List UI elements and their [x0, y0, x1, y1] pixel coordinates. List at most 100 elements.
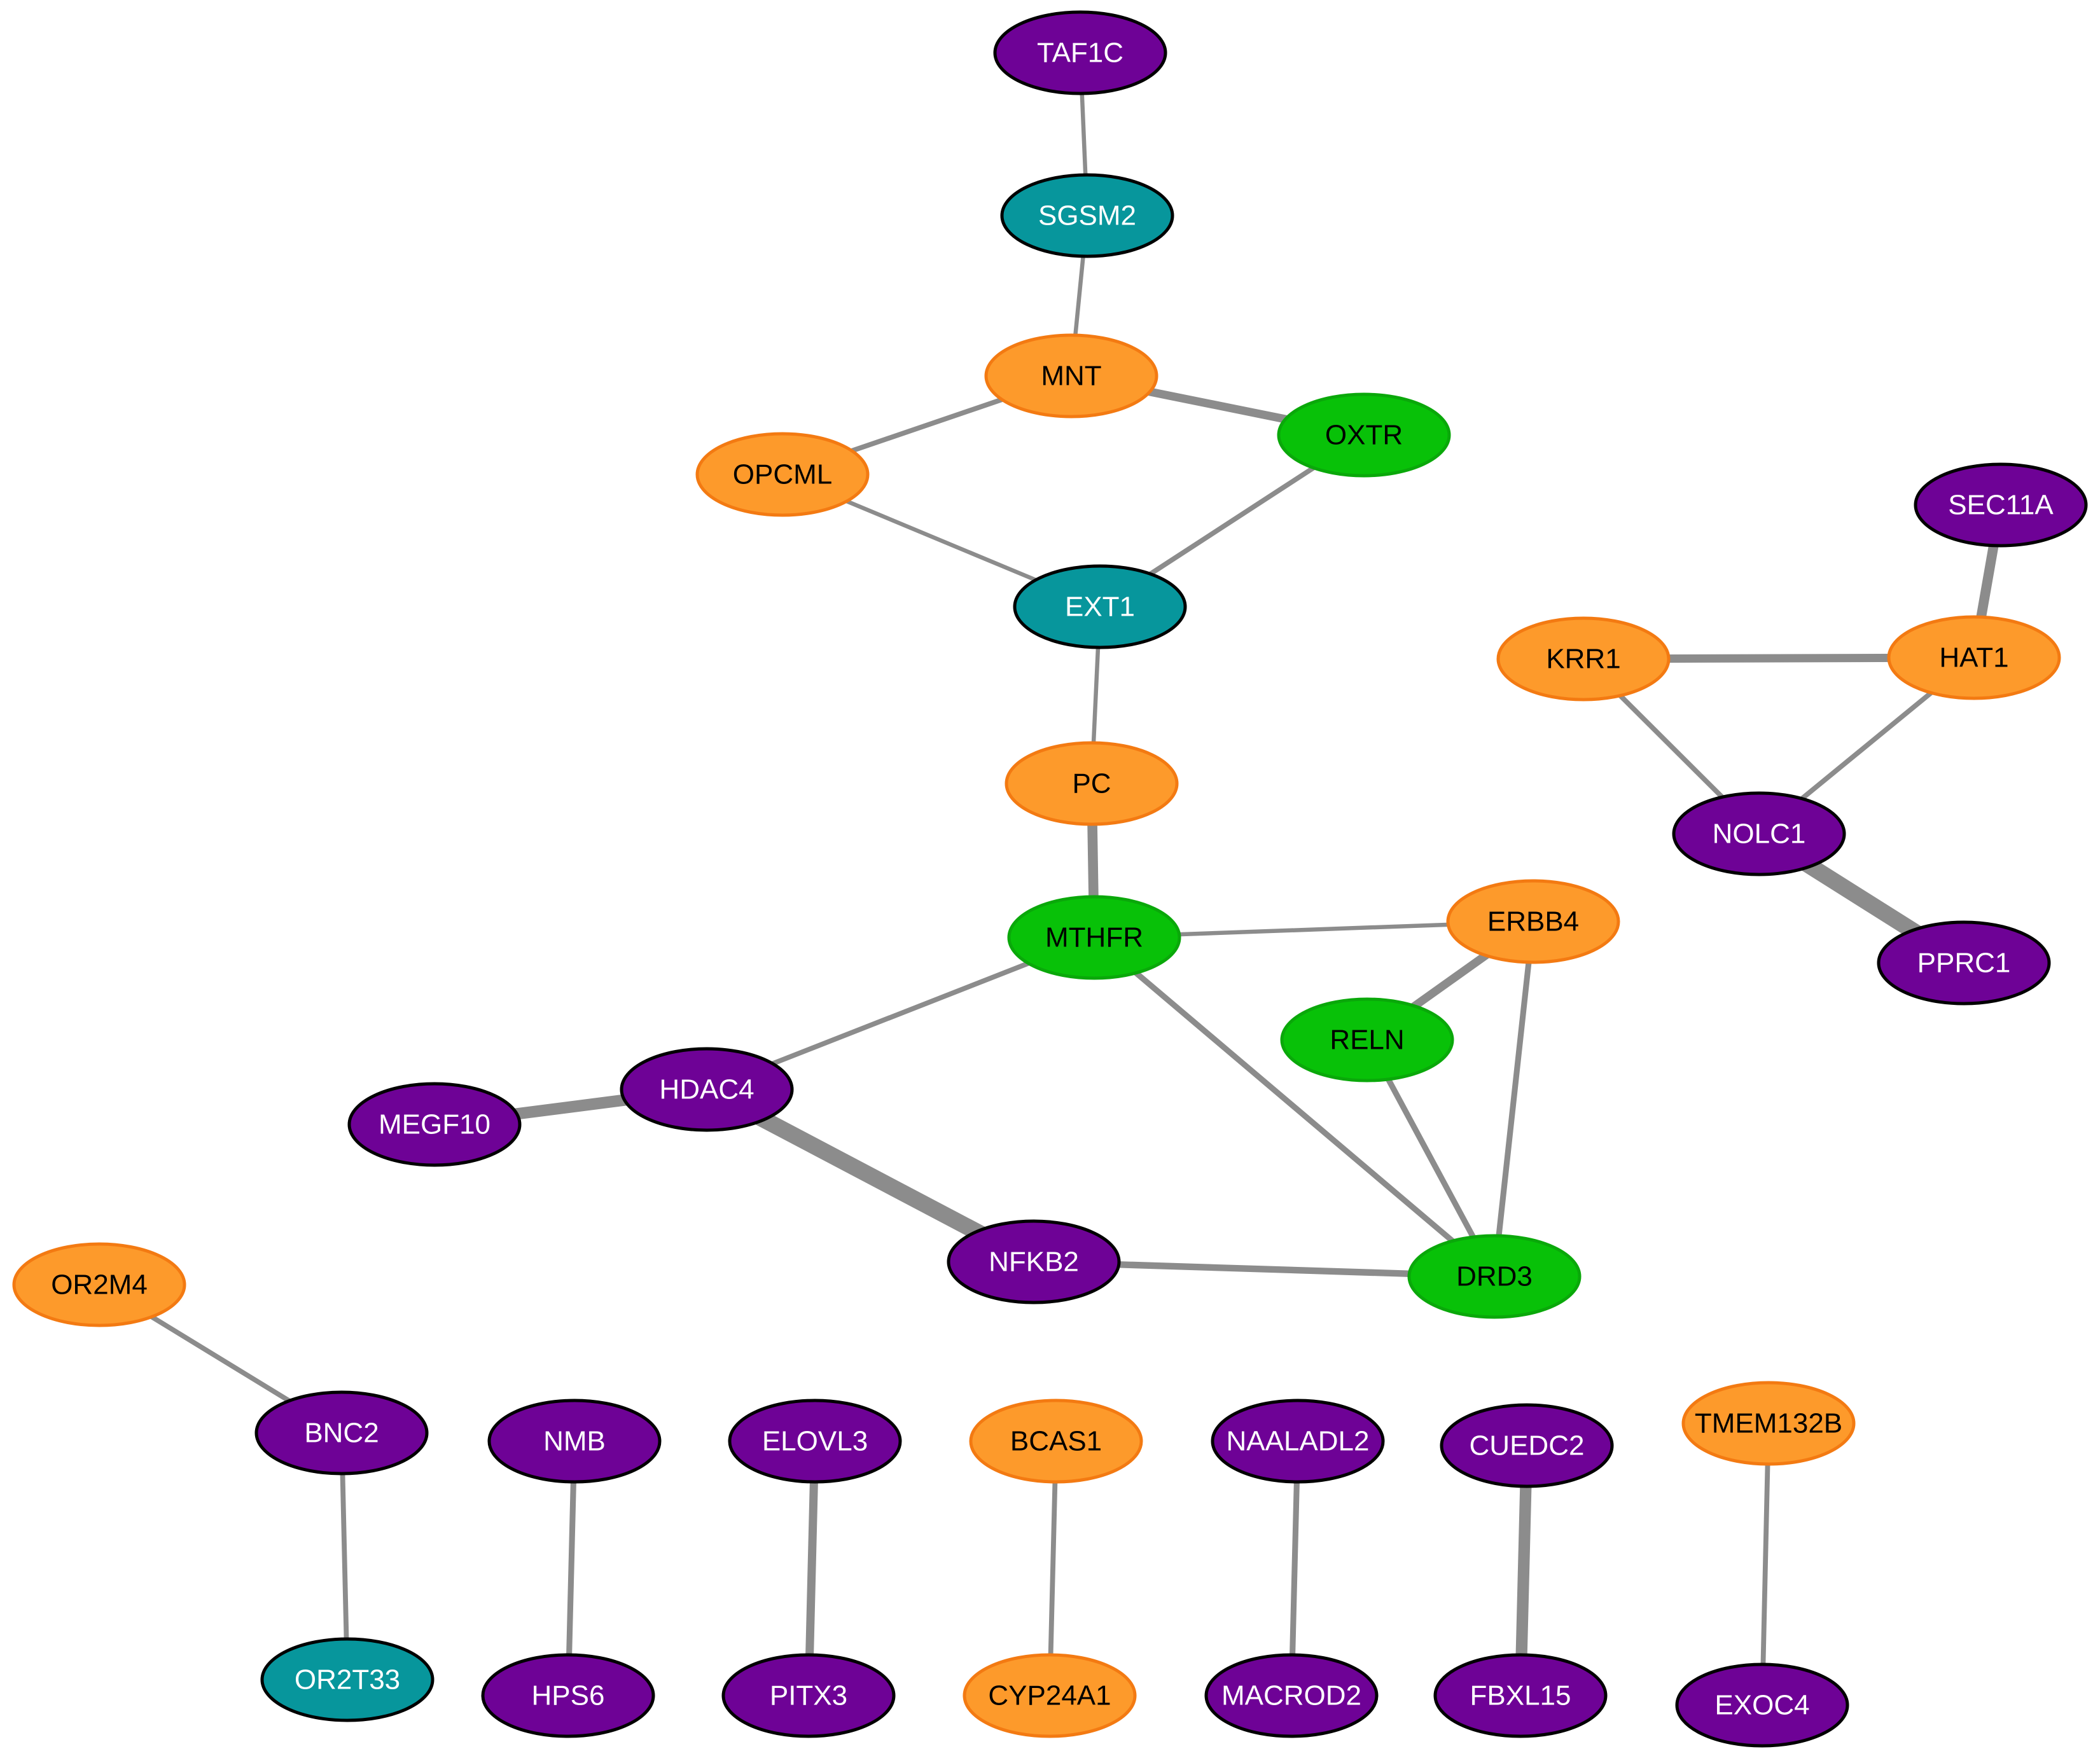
- edge-elovl3-pitx3: [804, 1441, 819, 1696]
- node-taf1c[interactable]: TAF1C: [993, 10, 1167, 95]
- node-label: MTHFR: [1045, 922, 1143, 953]
- node-label: OR2T33: [295, 1664, 400, 1696]
- node-or2t33[interactable]: OR2T33: [260, 1637, 435, 1722]
- node-elovl3[interactable]: ELOVL3: [728, 1399, 902, 1484]
- node-cyp24a1[interactable]: CYP24A1: [963, 1653, 1137, 1738]
- node-label: BCAS1: [1010, 1426, 1102, 1457]
- node-krr1[interactable]: KRR1: [1496, 616, 1671, 702]
- node-erbb4[interactable]: ERBB4: [1446, 879, 1620, 964]
- node-shape: [1446, 879, 1620, 964]
- node-shape: [1013, 564, 1187, 649]
- node-nolc1[interactable]: NOLC1: [1672, 791, 1846, 876]
- node-mthfr[interactable]: MTHFR: [1007, 895, 1181, 980]
- node-label: TMEM132B: [1695, 1408, 1842, 1439]
- node-label: MEGF10: [379, 1109, 490, 1140]
- node-shape: [721, 1653, 896, 1738]
- node-hat1[interactable]: HAT1: [1887, 615, 2061, 700]
- node-shape: [347, 1082, 522, 1167]
- node-label: NAALADL2: [1226, 1426, 1369, 1457]
- node-mnt[interactable]: MNT: [984, 333, 1158, 418]
- node-hps6[interactable]: HPS6: [481, 1653, 655, 1738]
- edge-bcas1-cyp24a1: [1047, 1441, 1059, 1696]
- node-label: RELN: [1330, 1025, 1404, 1056]
- node-label: NOLC1: [1713, 819, 1806, 850]
- node-ext1[interactable]: EXT1: [1013, 564, 1187, 649]
- node-label: NMB: [543, 1426, 606, 1457]
- node-shape: [1496, 616, 1671, 702]
- node-shape: [1277, 392, 1451, 478]
- node-shape: [1007, 895, 1181, 980]
- node-sec11a[interactable]: SEC11A: [1914, 462, 2088, 548]
- node-hdac4[interactable]: HDAC4: [620, 1047, 794, 1132]
- node-megf10[interactable]: MEGF10: [347, 1082, 522, 1167]
- node-tmem132b[interactable]: TMEM132B: [1681, 1381, 1856, 1466]
- node-opcml[interactable]: OPCML: [695, 432, 870, 517]
- node-shape: [1005, 741, 1179, 826]
- node-label: OPCML: [733, 459, 832, 490]
- node-shape: [487, 1399, 662, 1484]
- node-label: OR2M4: [51, 1269, 148, 1301]
- node-nfkb2[interactable]: NFKB2: [947, 1219, 1121, 1304]
- node-exoc4[interactable]: EXOC4: [1675, 1663, 1849, 1748]
- node-shape: [1211, 1399, 1385, 1484]
- node-shape: [993, 10, 1167, 95]
- node-label: BNC2: [304, 1418, 379, 1449]
- node-shape: [1000, 173, 1174, 258]
- node-pprc1[interactable]: PPRC1: [1877, 920, 2051, 1006]
- node-shape: [947, 1219, 1121, 1304]
- node-pitx3[interactable]: PITX3: [721, 1653, 896, 1738]
- node-shape: [1887, 615, 2061, 700]
- node-naaladl2[interactable]: NAALADL2: [1211, 1399, 1385, 1484]
- node-label: HDAC4: [659, 1074, 754, 1105]
- edge-nmb-hps6: [565, 1441, 578, 1696]
- node-shape: [963, 1653, 1137, 1738]
- node-cuedc2[interactable]: CUEDC2: [1440, 1403, 1614, 1488]
- node-shape: [1433, 1653, 1608, 1738]
- node-shape: [1914, 462, 2088, 548]
- node-label: DRD3: [1456, 1261, 1533, 1292]
- node-oxtr[interactable]: OXTR: [1277, 392, 1451, 478]
- edge-tmem132b-exoc4: [1760, 1423, 1771, 1706]
- node-drd3[interactable]: DRD3: [1407, 1234, 1582, 1319]
- node-shape: [1681, 1381, 1856, 1466]
- node-label: PPRC1: [1917, 948, 2011, 979]
- node-reln[interactable]: RELN: [1280, 997, 1454, 1082]
- node-label: NFKB2: [989, 1247, 1079, 1278]
- node-shape: [1407, 1234, 1582, 1319]
- node-label: HPS6: [532, 1680, 605, 1711]
- node-sgsm2[interactable]: SGSM2: [1000, 173, 1174, 258]
- node-shape: [1440, 1403, 1614, 1488]
- node-label: SEC11A: [1948, 490, 2054, 521]
- node-label: ELOVL3: [762, 1426, 868, 1457]
- node-label: MACROD2: [1221, 1680, 1361, 1711]
- node-bcas1[interactable]: BCAS1: [969, 1399, 1143, 1484]
- node-label: CUEDC2: [1470, 1430, 1585, 1462]
- node-label: MNT: [1041, 361, 1101, 392]
- node-label: EXOC4: [1714, 1690, 1809, 1721]
- node-pc[interactable]: PC: [1005, 741, 1179, 826]
- node-bnc2[interactable]: BNC2: [254, 1390, 429, 1476]
- node-shape: [1204, 1653, 1379, 1738]
- node-shape: [728, 1399, 902, 1484]
- node-shape: [481, 1653, 655, 1738]
- node-label: PC: [1072, 768, 1111, 799]
- node-shape: [12, 1242, 186, 1327]
- node-label: CYP24A1: [988, 1680, 1111, 1711]
- node-shape: [260, 1637, 435, 1722]
- edge-naaladl2-macrod2: [1288, 1441, 1301, 1696]
- node-macrod2[interactable]: MACROD2: [1204, 1653, 1379, 1738]
- node-shape: [620, 1047, 794, 1132]
- node-fbxl15[interactable]: FBXL15: [1433, 1653, 1608, 1738]
- edge-erbb4-drd3: [1491, 921, 1536, 1277]
- node-nmb[interactable]: NMB: [487, 1399, 662, 1484]
- node-label: KRR1: [1546, 644, 1620, 675]
- node-label: EXT1: [1065, 591, 1135, 623]
- edge-mthfr-drd3: [1092, 935, 1496, 1279]
- node-label: OXTR: [1325, 420, 1403, 451]
- node-shape: [1672, 791, 1846, 876]
- node-shape: [695, 432, 870, 517]
- node-or2m4[interactable]: OR2M4: [12, 1242, 186, 1327]
- node-shape: [984, 333, 1158, 418]
